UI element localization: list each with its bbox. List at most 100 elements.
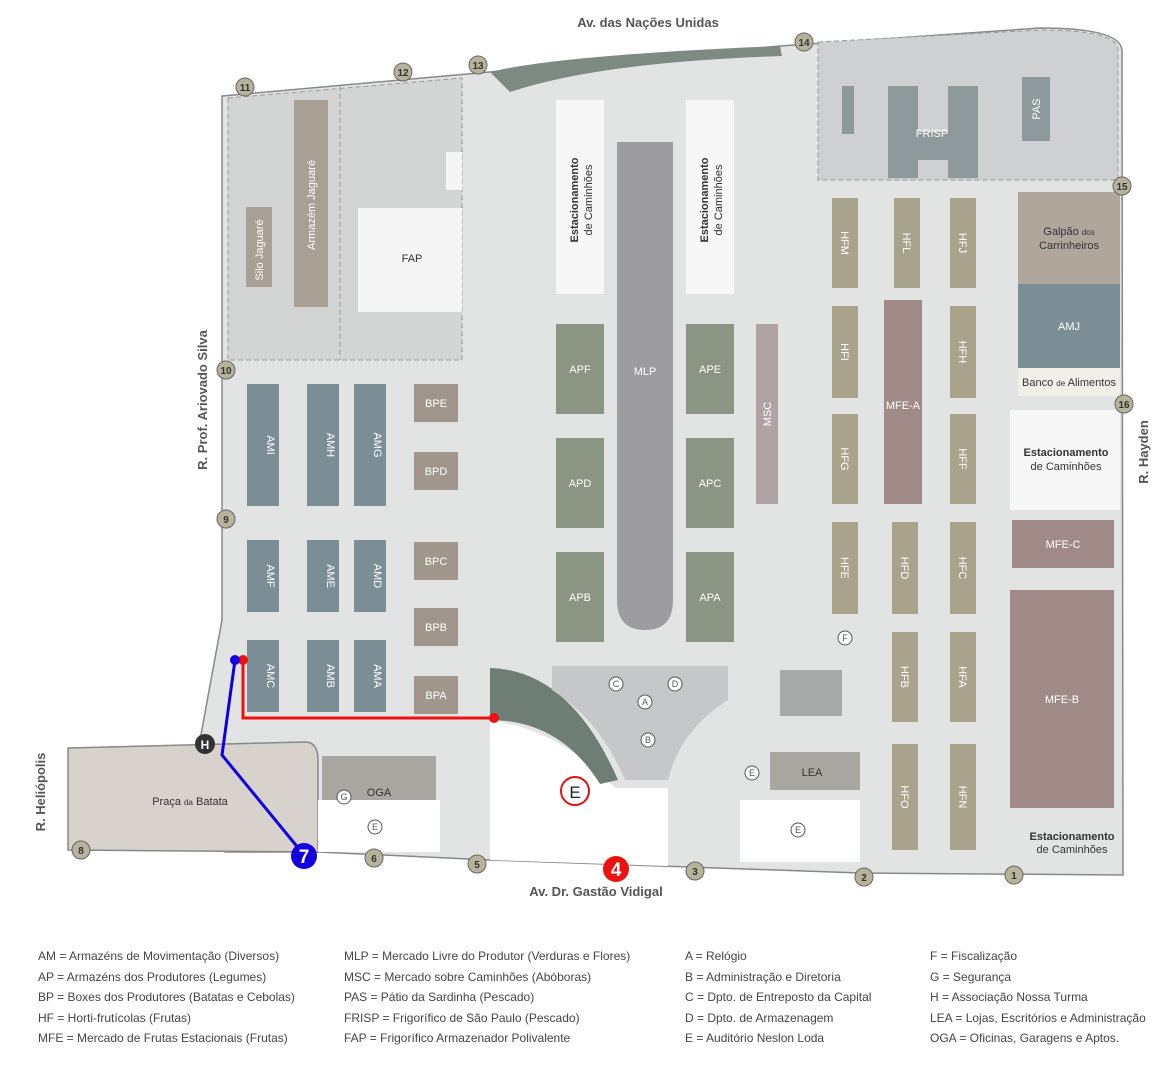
amb-building[interactable]: [307, 640, 339, 712]
gate-11[interactable]: 11: [235, 77, 255, 97]
legend-item: AP = Armazéns dos Produtores (Legumes): [38, 969, 267, 984]
galpao-carrinheiros[interactable]: [1018, 192, 1120, 284]
legend-item: FRISP = Frigorífico de São Paulo (Pescad…: [344, 1010, 580, 1025]
estacionamento-1[interactable]: [556, 100, 604, 294]
gate-12[interactable]: 12: [393, 62, 413, 82]
mfe-a-building[interactable]: [884, 300, 922, 504]
hfh-label: HFH: [956, 341, 968, 364]
banco-de-alimentos[interactable]: [1018, 368, 1120, 396]
point-a-relogio[interactable]: A: [637, 694, 653, 710]
hfi-building[interactable]: [832, 306, 858, 398]
mfe-c-building[interactable]: [1012, 520, 1114, 568]
frisp-building[interactable]: [888, 86, 978, 178]
apc-building[interactable]: [686, 438, 734, 528]
svg-text:3: 3: [692, 867, 698, 878]
point-f-fiscalizacao[interactable]: F: [837, 630, 853, 646]
point-d-armazenagem[interactable]: D: [667, 676, 683, 692]
amc-label: AMC: [264, 664, 276, 689]
hfg-building[interactable]: [832, 414, 858, 504]
hfb-building[interactable]: [892, 632, 918, 722]
hfb-label: HFB: [898, 666, 910, 688]
apf-building[interactable]: [556, 324, 604, 414]
gate-9[interactable]: 9: [216, 509, 236, 529]
hfc-building[interactable]: [950, 522, 976, 614]
gate-2[interactable]: 2: [854, 867, 874, 887]
amg-label: AMG: [371, 432, 383, 457]
gate-14[interactable]: 14: [794, 32, 814, 52]
lea-building[interactable]: [770, 752, 860, 790]
site-map[interactable]: Armazém Jaguaré Silo Jaguaré FAP FRISP P…: [0, 0, 1172, 940]
hfl-building[interactable]: [894, 198, 920, 288]
estacionamento-2-label: Estacionamento: [699, 157, 711, 242]
bpe-building[interactable]: [414, 384, 458, 422]
apb-building[interactable]: [556, 552, 604, 642]
gate-16[interactable]: 16: [1114, 394, 1134, 414]
point-g-seguranca[interactable]: G: [336, 789, 352, 805]
point-e-small-3[interactable]: E: [367, 819, 383, 835]
amd-building[interactable]: [354, 540, 386, 612]
hfa-building[interactable]: [950, 632, 976, 722]
hfe-building[interactable]: [832, 522, 858, 614]
amj-building[interactable]: [1018, 284, 1120, 368]
blue-route-start: [230, 655, 240, 665]
mlp-building[interactable]: [617, 142, 673, 602]
point-h-associacao[interactable]: H: [195, 734, 215, 754]
gate-10[interactable]: 10: [216, 360, 236, 380]
point-e-small-2[interactable]: E: [790, 822, 806, 838]
estacionamento-east-1[interactable]: [1010, 410, 1120, 510]
bpc-building[interactable]: [414, 542, 458, 580]
gate-13[interactable]: 13: [468, 55, 488, 75]
point-b-administracao[interactable]: B: [640, 732, 656, 748]
bpa-label: BPA: [425, 690, 447, 702]
svg-text:E: E: [569, 783, 580, 802]
gate-1[interactable]: 1: [1004, 865, 1024, 885]
ame-building[interactable]: [307, 540, 339, 612]
ami-building[interactable]: [247, 384, 279, 506]
hff-building[interactable]: [950, 414, 976, 504]
armazem-jaguare[interactable]: [294, 100, 328, 307]
amc-building[interactable]: [247, 640, 279, 712]
ape-building[interactable]: [686, 324, 734, 414]
hfm-label: HFM: [838, 231, 850, 255]
svg-text:4: 4: [611, 860, 622, 881]
ama-building[interactable]: [354, 640, 386, 712]
silo-jaguare[interactable]: [246, 207, 272, 287]
amf-building[interactable]: [247, 540, 279, 612]
mfe-a-label: MFE-A: [886, 400, 921, 412]
hfj-building[interactable]: [950, 198, 976, 288]
marker-7[interactable]: 7: [291, 843, 317, 869]
svg-text:H: H: [201, 738, 210, 752]
svg-text:D: D: [672, 679, 679, 689]
ame-label: AME: [324, 564, 336, 588]
point-c-entreposto[interactable]: C: [608, 676, 624, 692]
hfm-building[interactable]: [832, 198, 858, 288]
pas-building[interactable]: [1022, 77, 1050, 141]
amh-building[interactable]: [307, 384, 339, 506]
hfn-building[interactable]: [950, 744, 976, 850]
gate-5[interactable]: 5: [467, 854, 487, 874]
oga-label: OGA: [367, 787, 392, 799]
point-e-auditorio[interactable]: E: [560, 776, 590, 806]
svg-text:F: F: [842, 633, 848, 643]
msc-building[interactable]: [756, 324, 778, 504]
estacionamento-2[interactable]: [686, 100, 734, 294]
bpa-building[interactable]: [414, 676, 458, 714]
hfa-label: HFA: [956, 666, 968, 688]
fap-building[interactable]: [358, 208, 462, 312]
gate-3[interactable]: 3: [685, 861, 705, 881]
bpd-building[interactable]: [414, 452, 458, 490]
mfe-b-building[interactable]: [1010, 590, 1114, 808]
bpb-building[interactable]: [414, 608, 458, 646]
marker-4[interactable]: 4: [603, 856, 629, 882]
gate-8[interactable]: 8: [71, 840, 91, 860]
hfo-building[interactable]: [892, 744, 918, 850]
apd-building[interactable]: [556, 438, 604, 528]
legend-item: FAP = Frigorífico Armazenador Polivalent…: [344, 1031, 571, 1046]
amg-building[interactable]: [354, 384, 386, 506]
hfh-building[interactable]: [950, 306, 976, 398]
point-e-small-1[interactable]: E: [744, 765, 760, 781]
apa-building[interactable]: [686, 552, 734, 642]
gate-6[interactable]: 6: [364, 848, 384, 868]
gate-15[interactable]: 15: [1112, 176, 1132, 196]
hfd-building[interactable]: [892, 522, 918, 614]
